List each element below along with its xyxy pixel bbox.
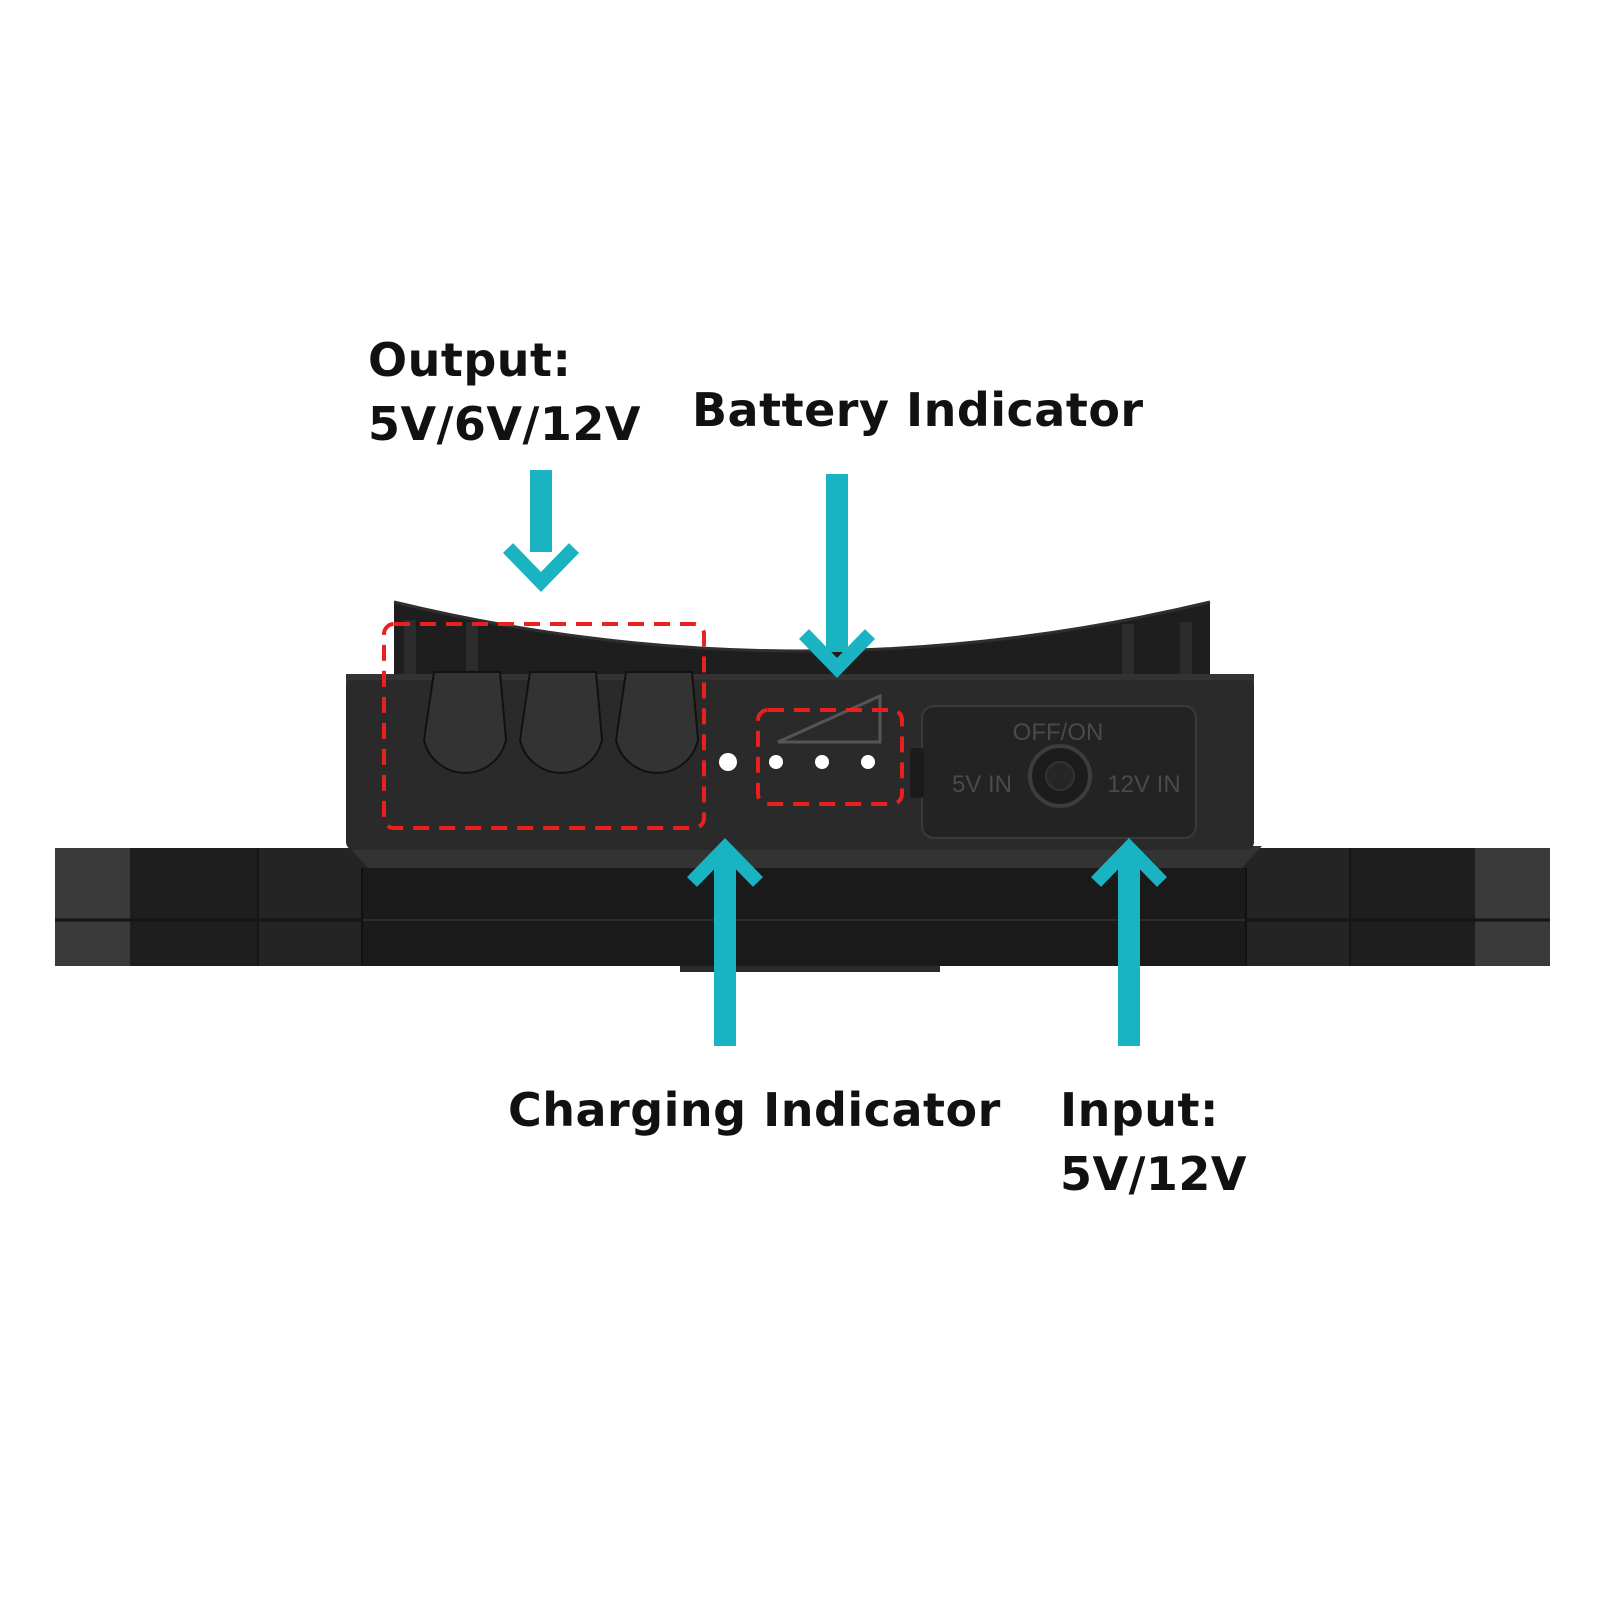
right-input-label: 12V IN	[1107, 771, 1180, 798]
port-cover-icon[interactable]	[518, 671, 604, 774]
charging-callout: Charging Indicator	[508, 1078, 1001, 1142]
output-ports	[422, 671, 700, 774]
input-panel: OFF/ON 5V IN 12V IN	[910, 705, 1197, 839]
output-callout-line1: Output:	[368, 333, 572, 387]
power-switch-icon[interactable]	[1028, 744, 1092, 808]
left-input-label: 5V IN	[952, 771, 1012, 798]
arrow-output	[502, 470, 580, 593]
port-cover-icon[interactable]	[422, 671, 508, 774]
charging-callout-line1: Charging Indicator	[508, 1083, 1001, 1137]
output-callout: Output: 5V/6V/12V	[368, 328, 641, 456]
battery-callout-line1: Battery Indicator	[692, 383, 1144, 437]
battery-highlight-box	[756, 708, 904, 806]
input-callout-line1: Input:	[1060, 1083, 1219, 1137]
switch-label: OFF/ON	[1013, 719, 1104, 746]
port-cover-icon[interactable]	[614, 671, 700, 774]
arrow-charging	[686, 837, 764, 1046]
battery-callout: Battery Indicator	[692, 378, 1144, 442]
charging-led	[719, 753, 737, 771]
output-highlight-box	[382, 622, 706, 830]
device-top-shell	[393, 600, 1211, 680]
arrow-input	[1090, 837, 1168, 1046]
input-callout-line2: 5V/12V	[1060, 1147, 1248, 1201]
battery-level-icon	[769, 693, 882, 769]
mounting-base	[55, 846, 1550, 972]
output-callout-line2: 5V/6V/12V	[368, 397, 641, 451]
input-callout: Input: 5V/12V	[1060, 1078, 1247, 1206]
arrow-battery	[798, 474, 876, 679]
